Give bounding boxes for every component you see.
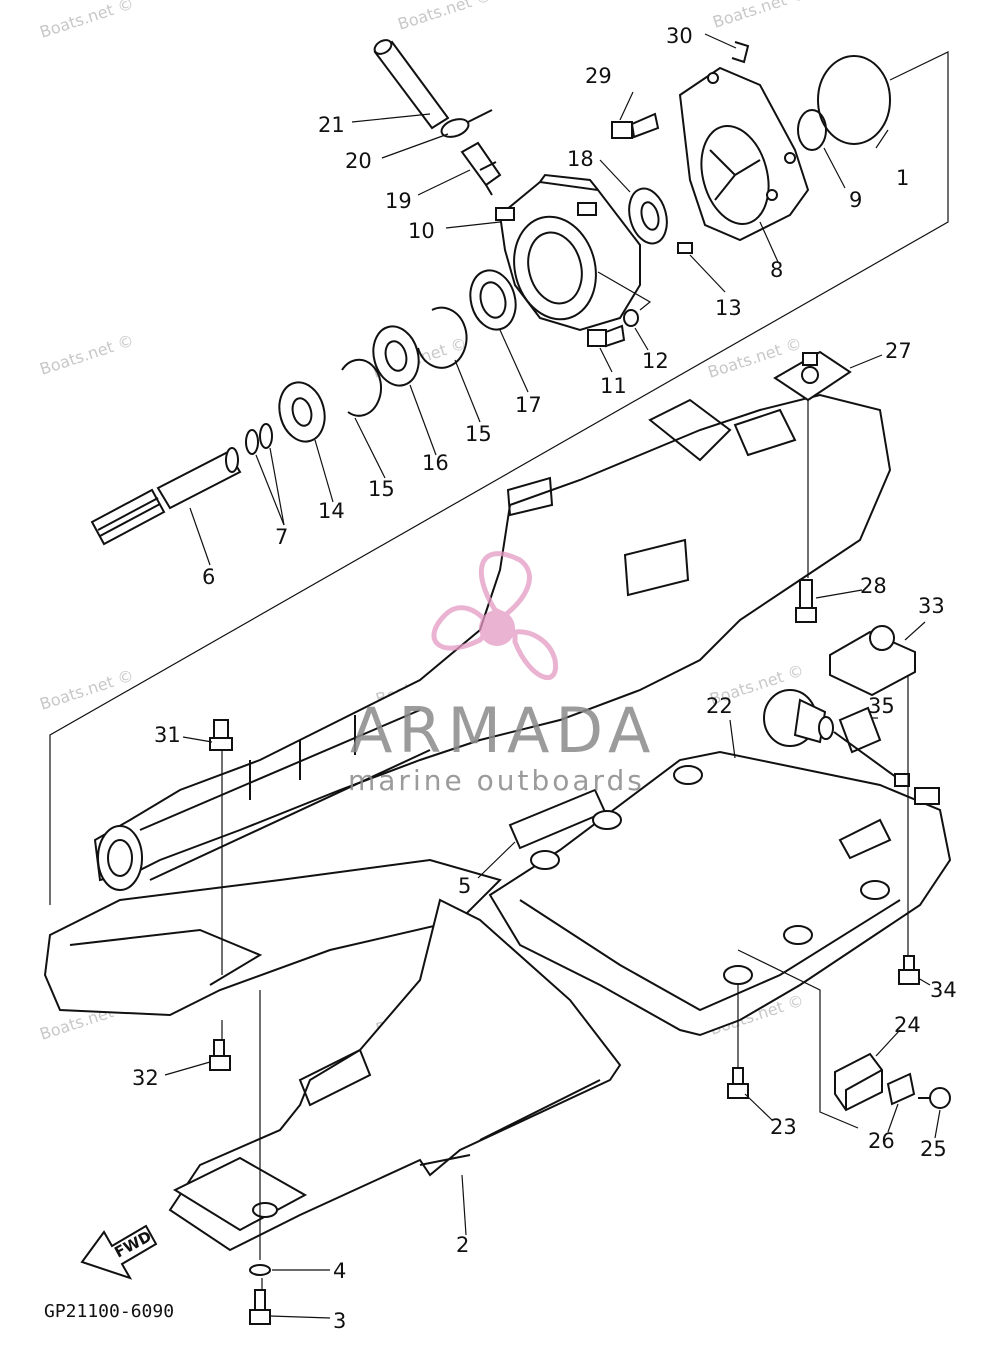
callout-32: 32 [132,1066,159,1090]
callout-13: 13 [715,296,742,320]
callout-11: 11 [600,374,627,398]
callout-34: 34 [930,978,957,1002]
assembly-guide-lines [221,271,909,1290]
site-watermark: Boats.net © [37,666,136,714]
part-bolt-28 [795,579,817,623]
callout-1: 1 [896,166,909,190]
part-bolt [611,112,660,139]
callout-15b: 15 [465,422,492,446]
part-o-ring [259,423,273,449]
site-watermark: Boats.net © [37,331,136,379]
site-watermark: Boats.net © [710,0,809,32]
site-watermark: Boats.net © [395,0,494,34]
brand-tagline: marine outboards [348,764,645,797]
part-washer [623,309,639,327]
assembly-frame [49,51,949,905]
callout-15a: 15 [368,477,395,501]
callout-16: 16 [422,451,449,475]
callout-20: 20 [345,149,372,173]
site-watermark: Boats.net © [37,0,136,42]
callout-31: 31 [154,723,181,747]
part-seal-carrier [469,269,517,331]
part-washer-4 [249,1264,271,1276]
part-bracket [834,1052,883,1112]
brand-watermark: ARMADA marine outboards [348,551,656,797]
brand-name: ARMADA [350,694,656,767]
callout-7: 7 [275,525,288,549]
callout-21: 21 [318,113,345,137]
hardware [209,350,951,1325]
part-pipe [373,39,450,130]
part-switch-housing [829,625,916,697]
part-bolt-32 [209,1039,231,1071]
part-small-plate [886,1072,916,1106]
callout-5: 5 [458,874,471,898]
callout-24: 24 [894,1013,921,1037]
part-bolt-3 [249,1289,271,1325]
part-circlip-upper [417,306,468,369]
part-wire-connector [833,731,940,805]
part-sensor [763,689,834,747]
callout-12: 12 [642,349,669,373]
part-bolt-34 [898,955,920,985]
callout-8: 8 [770,258,783,282]
callout-30: 30 [666,24,693,48]
part-shaft-bearing [278,381,326,443]
forward-direction-arrow: FWD [80,1224,158,1280]
bearing-housing-group [90,39,891,546]
part-screw [918,1087,951,1109]
lower-channel [168,898,622,1252]
part-dowel [677,242,693,254]
part-bolt-31 [209,719,233,751]
part-bearing [628,187,668,245]
callout-33: 33 [918,594,945,618]
part-hose-fitting [460,141,502,196]
part-mount-plate [773,350,852,402]
callout-labels: 1 2 3 4 5 6 7 8 9 10 11 12 13 14 15 15 1… [132,24,957,1333]
part-clip [731,41,750,64]
part-code-label: GP21100-6090 [44,1301,174,1322]
callout-35: 35 [868,694,895,718]
part-o-ring [245,429,259,455]
callout-17: 17 [515,393,542,417]
part-o-ring-large [817,55,891,145]
part-circlip-lower [341,358,382,417]
part-bearing-housing [495,173,641,332]
part-clamp [440,109,493,138]
part-housing-bolt [587,324,626,348]
callout-29: 29 [585,64,612,88]
callout-14: 14 [318,499,345,523]
callout-18: 18 [567,147,594,171]
callout-6: 6 [202,565,215,589]
part-housing-cover [678,66,810,242]
callout-23: 23 [770,1115,797,1139]
part-bolt-23 [727,1067,749,1099]
callout-22: 22 [706,694,733,718]
callout-9: 9 [849,188,862,212]
callout-19: 19 [385,189,412,213]
callout-25: 25 [920,1137,947,1161]
callout-2: 2 [456,1233,469,1257]
callout-26: 26 [868,1129,895,1153]
ride-plate-assembly [488,750,952,1037]
callout-27: 27 [885,339,912,363]
callout-4: 4 [333,1259,346,1283]
part-o-ring-small [797,109,827,151]
callout-28: 28 [860,574,887,598]
propeller-logo-icon [431,551,559,680]
part-oil-seal [372,325,420,387]
callout-3: 3 [333,1309,346,1333]
leader-lines [164,33,941,1319]
part-drive-shaft [90,447,242,546]
callout-10: 10 [408,219,435,243]
